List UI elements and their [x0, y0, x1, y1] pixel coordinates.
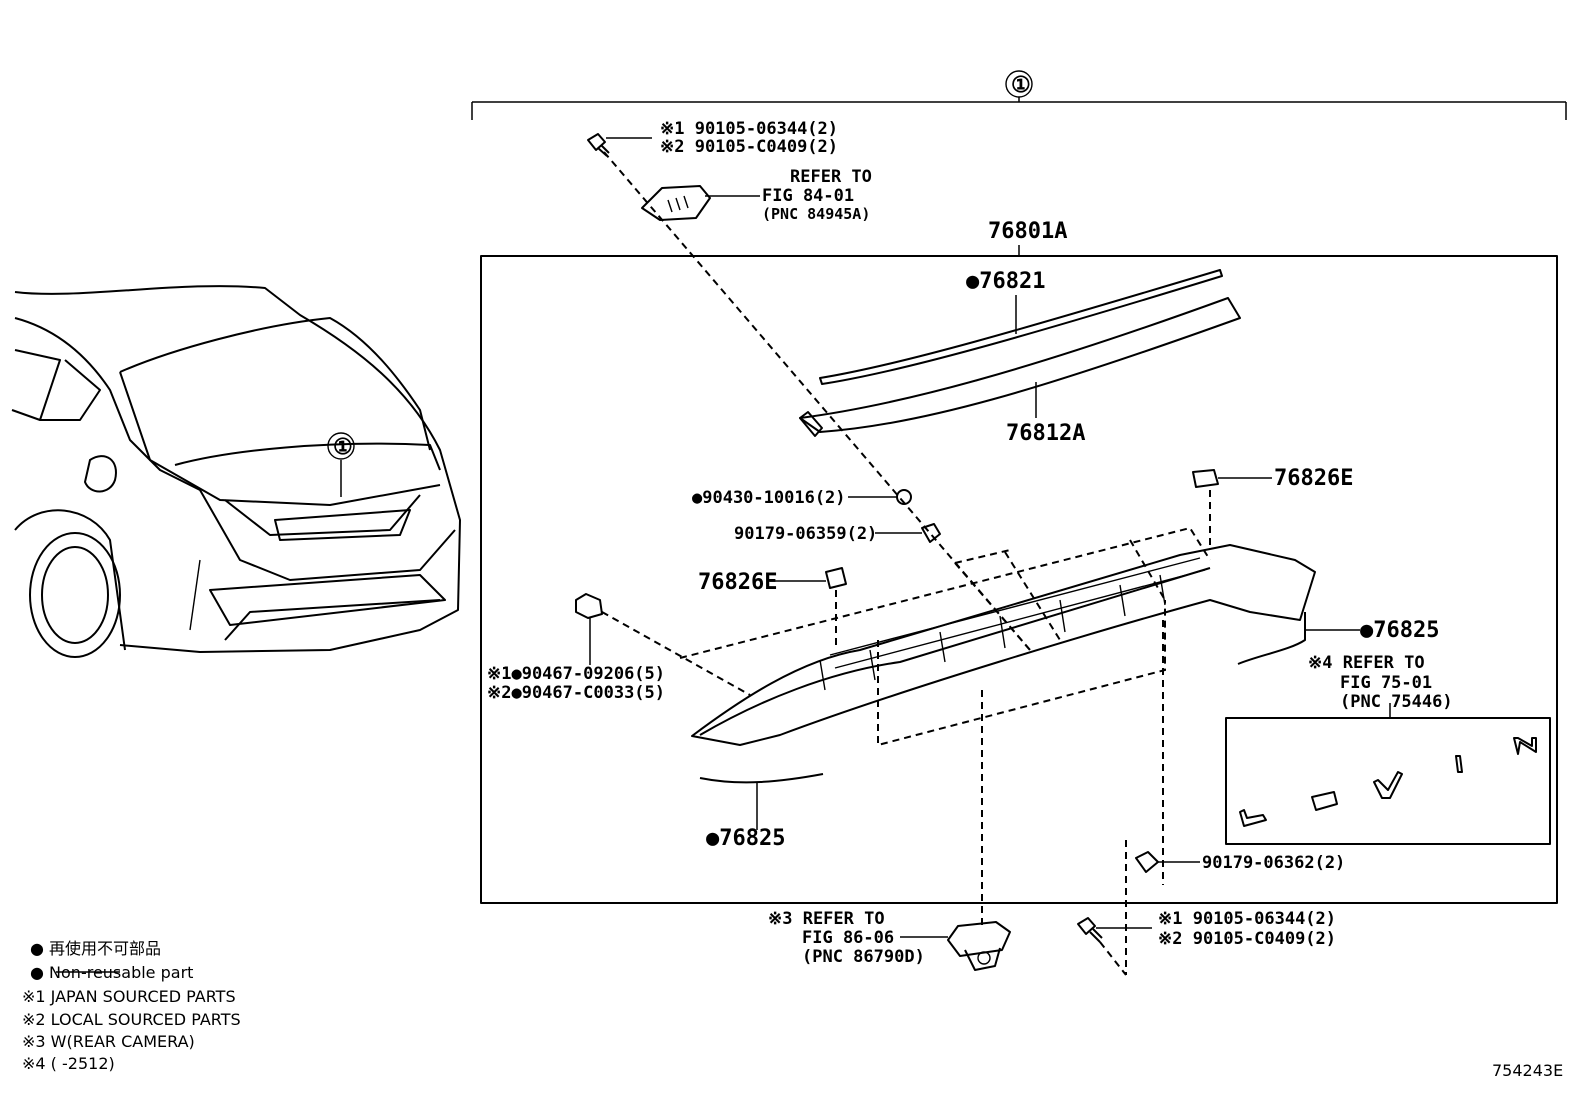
legend-line: ※1 JAPAN SOURCED PARTS [22, 987, 236, 1006]
callout-screw-top-2: ※2 90105-C0409(2) [660, 137, 838, 157]
assembly-marker: ① [1011, 73, 1031, 98]
callout-refer-84-2: FIG 84-01 [762, 186, 854, 206]
license-lamp-icon [641, 185, 711, 221]
callout-screw-top-1: ※1 90105-06344(2) [660, 119, 838, 139]
label-76825-right: ●76825 [1360, 618, 1439, 643]
label-76821: ●76821 [966, 269, 1045, 294]
label-90430: ●90430-10016(2) [692, 488, 846, 508]
label-90467-2: ※2●90467-C0033(5) [487, 683, 665, 703]
label-90179-06359: 90179-06359(2) [734, 524, 877, 544]
label-screw-bot-1: ※1 90105-06344(2) [1158, 909, 1336, 929]
molding-76825-bottom [699, 773, 824, 784]
levin-emblem-icon [1239, 737, 1537, 827]
assembly-bracket: ① [471, 70, 1567, 120]
car-rear-illustration: ① [11, 285, 461, 658]
legend-line: ● 再使用不可部品 [30, 939, 161, 958]
label-76812A: 76812A [1006, 421, 1085, 446]
diagram-id: 754243E [1492, 1061, 1563, 1080]
label-90467-1: ※1●90467-09206(5) [487, 664, 665, 684]
molding-76825-right [1237, 612, 1306, 665]
label-refer-75-1: ※4 REFER TO [1308, 653, 1425, 673]
label-76826E-left: 76826E [698, 570, 777, 595]
assembly-box [480, 255, 1558, 904]
garnish-76812A [799, 297, 1241, 437]
label-76801A: 76801A [988, 219, 1067, 244]
label-refer-86-3: (PNC 86790D) [802, 947, 925, 967]
clip-76826E-right-icon [1192, 469, 1219, 488]
label-76825-bottom: ●76825 [706, 826, 785, 851]
label-refer-75-3: (PNC 75446) [1340, 692, 1453, 712]
car-assembly-marker: ① [333, 435, 353, 460]
legend-line: ※2 LOCAL SOURCED PARTS [22, 1010, 241, 1029]
screw-bottom-icon [1077, 917, 1103, 943]
callout-refer-84-1: REFER TO [790, 167, 872, 187]
label-refer-75-2: FIG 75-01 [1340, 673, 1432, 693]
legend: ● 再使用不可部品 ● Non-reusable part ※1 JAPAN S… [22, 939, 241, 1073]
label-90179-06362: 90179-06362(2) [1202, 853, 1345, 873]
back-door-garnish [691, 544, 1316, 746]
clip-90179-06359-icon [921, 523, 941, 543]
label-screw-bot-2: ※2 90105-C0409(2) [1158, 929, 1336, 949]
label-refer-86-2: FIG 86-06 [802, 928, 894, 948]
legend-line: ※4 ( -2512) [22, 1054, 115, 1073]
rear-camera-icon [947, 921, 1011, 971]
clip-90179-06362-icon [1135, 851, 1159, 873]
clip-90467-icon [575, 593, 603, 619]
label-refer-86-1: ※3 REFER TO [768, 909, 885, 929]
emblem-box [1225, 717, 1551, 845]
molding-76821 [819, 269, 1223, 385]
legend-line: ※3 W(REAR CAMERA) [22, 1032, 195, 1051]
clip-76826E-left-icon [825, 567, 847, 589]
callout-refer-84-3: (PNC 84945A) [762, 205, 870, 223]
label-76826E-right: 76826E [1274, 466, 1353, 491]
